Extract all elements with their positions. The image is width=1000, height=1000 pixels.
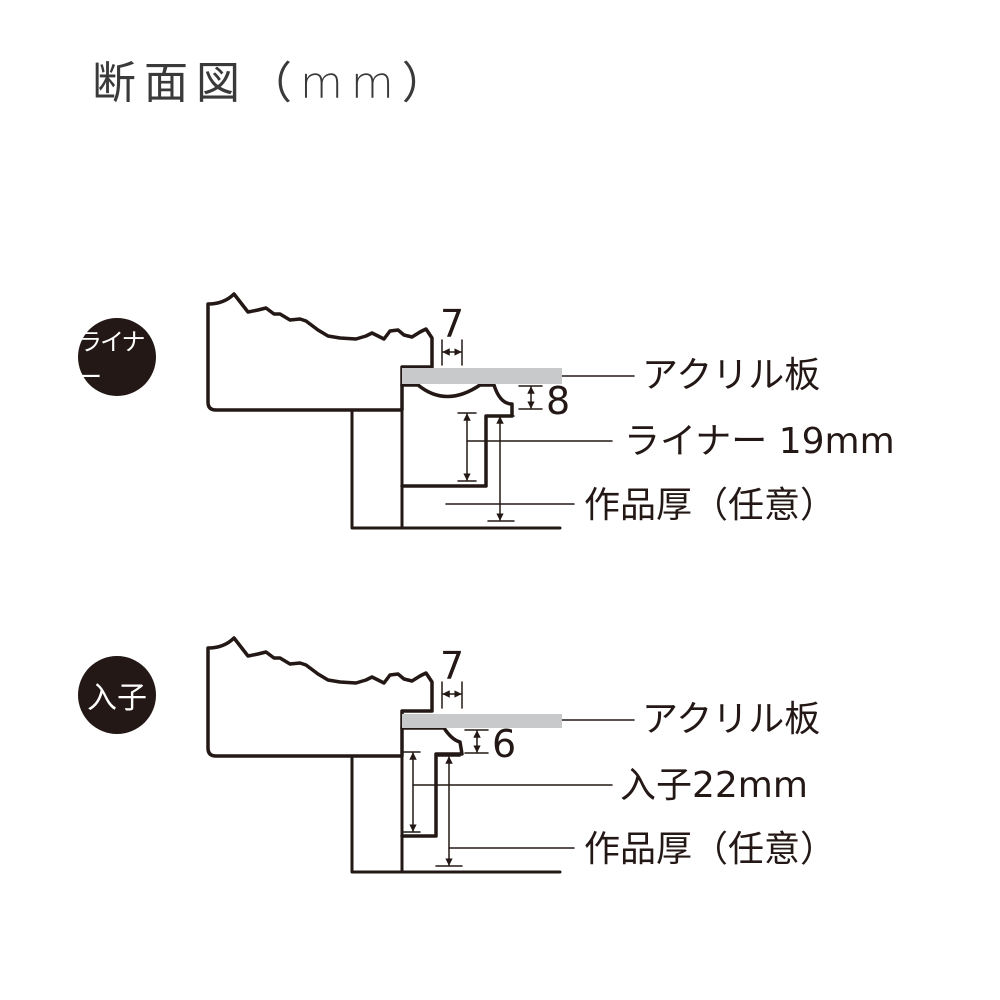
artwork-thickness-label: 作品厚（任意） [584, 485, 837, 526]
insert-badge: 入子 [78, 656, 156, 734]
acrylic-label: アクリル板 [642, 699, 821, 740]
liner-section-drawing [206, 292, 635, 530]
lip-width-value: 7 [440, 644, 465, 688]
liner-badge-label: ライナー [78, 328, 146, 391]
acrylic-label: アクリル板 [642, 355, 821, 396]
liner-badge: ライナー [78, 318, 156, 396]
depth-value: 8 [546, 379, 571, 423]
liner-size-label: ライナー 19mm [624, 421, 895, 462]
liner-profile [400, 383, 514, 488]
frame-moulding-profile [206, 636, 434, 758]
lip-width-value: 7 [440, 302, 465, 346]
insert-profile [400, 726, 464, 838]
acrylic-plate [402, 714, 562, 728]
acrylic-plate [402, 368, 562, 384]
frame-moulding-profile [206, 292, 434, 412]
insert-badge-label: 入子 [87, 681, 147, 716]
insert-size-label: 入子22mm [620, 765, 808, 806]
depth-value: 6 [492, 722, 517, 766]
artwork-thickness-label: 作品厚（任意） [584, 829, 837, 870]
insert-section-drawing [206, 636, 635, 874]
page-title: 断面図（mm） [92, 58, 454, 109]
